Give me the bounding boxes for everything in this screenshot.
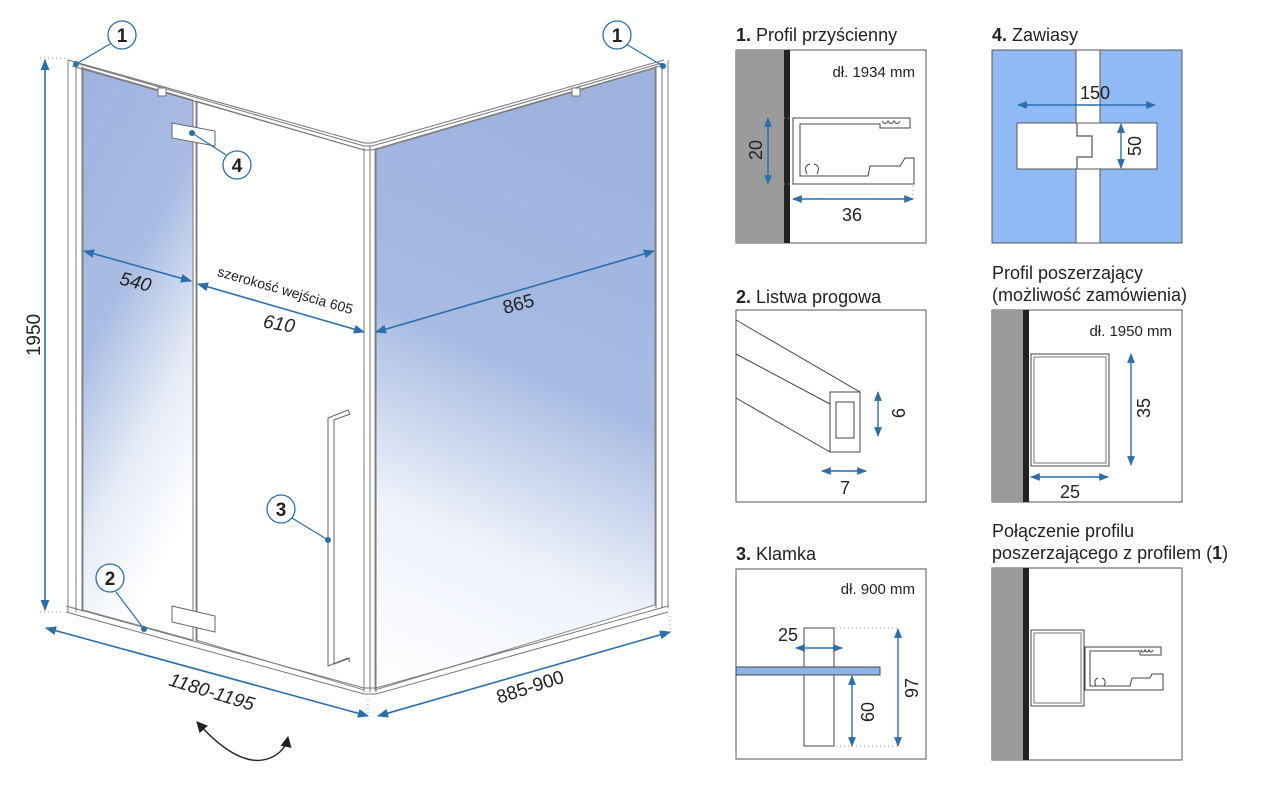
detail-hinges-title: 4. Zawiasy	[992, 25, 1079, 45]
extension-dim-h: 35	[1134, 398, 1154, 418]
left-panel-dim-line	[82, 249, 193, 283]
callout-1-left: 1	[73, 20, 137, 67]
detail-wall-profile-title: 1. Profil przyścienny	[736, 25, 898, 45]
frame	[65, 59, 669, 695]
detail-extension-title: Profil poszerzający (możliwość zamówieni…	[992, 263, 1188, 305]
handle-dim-inner: 60	[858, 702, 878, 722]
door-swing-arrow-icon	[196, 721, 292, 762]
front-range-label: 1180-1195	[166, 670, 257, 716]
threshold-dim-w: 7	[840, 478, 850, 498]
extension-dim-w: 25	[1060, 482, 1080, 502]
height-dim-label: 1950	[24, 314, 45, 356]
detail-threshold-strip: 9 7	[735, 309, 927, 503]
detail-threshold-title: 2. Listwa progowa	[736, 287, 882, 307]
callout-2: 2	[95, 563, 147, 632]
svg-text:3: 3	[276, 500, 287, 521]
svg-text:1: 1	[612, 26, 623, 47]
detail-extension-profile: dł. 1950 mm 35 25	[991, 309, 1183, 503]
wall-profile-length: dł. 1934 mm	[832, 64, 915, 81]
side-panel-dim-line	[374, 249, 656, 334]
detail-hinges: 150 50	[991, 49, 1183, 244]
handle-length: dł. 900 mm	[841, 581, 915, 598]
door-dim-line	[196, 282, 366, 334]
svg-text:2: 2	[105, 569, 116, 590]
callout-3: 3	[266, 494, 331, 543]
side-range-label: 885-900	[494, 667, 567, 709]
hinge-dim-w: 150	[1080, 83, 1110, 103]
side-glass-panel	[374, 67, 656, 691]
callout-4: 4	[189, 130, 252, 180]
detail-connection-title: Połączenie profilu poszerzającego z prof…	[992, 521, 1229, 563]
handle-dim-w: 25	[778, 625, 798, 645]
side-dim-line	[376, 630, 672, 718]
detail-profile-connection	[991, 567, 1183, 761]
wall-profile-dim-h: 20	[746, 140, 766, 160]
handle-dim-total: 97	[902, 678, 922, 698]
detail-wall-profile: dł. 1934 mm 20 36	[735, 49, 927, 244]
fixed-glass-panel	[82, 67, 194, 641]
wall-profile-dim-w: 36	[842, 205, 862, 225]
detail-handle-title: 3. Klamka	[736, 544, 817, 564]
svg-text:1: 1	[117, 26, 128, 47]
detail-handle: dł. 900 mm 25 60 97	[735, 568, 927, 760]
extension-profile-length: dł. 1950 mm	[1089, 323, 1172, 340]
front-dim-line	[44, 626, 370, 718]
dimension-lines	[40, 58, 672, 718]
door-glass-panel	[195, 100, 365, 691]
hinge-dim-h: 50	[1125, 136, 1145, 156]
callout-1-right: 1	[602, 20, 666, 69]
svg-text:4: 4	[232, 156, 243, 177]
threshold-dim-h: 9	[888, 408, 908, 418]
